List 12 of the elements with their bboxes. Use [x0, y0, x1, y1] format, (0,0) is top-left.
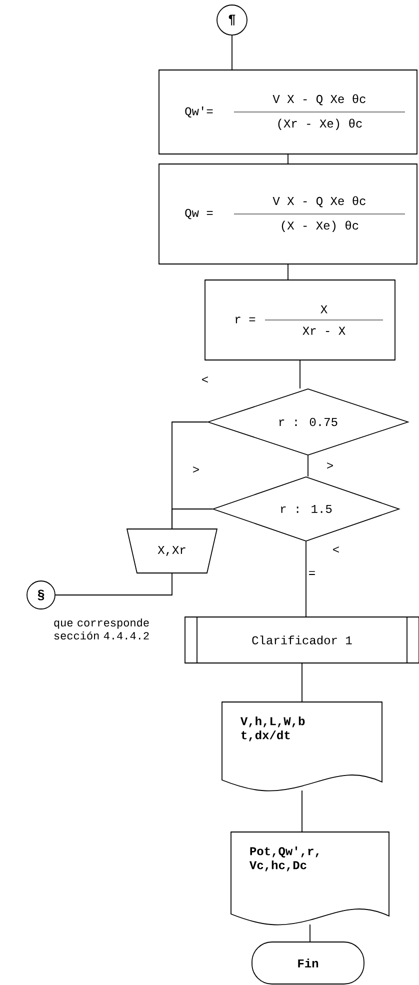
edge-label: < [331, 546, 341, 554]
edge-label: > [191, 466, 201, 474]
process-box: r = X Xr - X [204, 280, 396, 360]
comparison-sign: = [307, 570, 317, 578]
edge-label: > [325, 462, 335, 470]
predefined-process-box: Clarificador 1 [184, 616, 419, 664]
connector-line [55, 573, 172, 596]
process-box: Qw = V X - Q Xe θc (X - Xe) θc [158, 164, 418, 264]
process-box: Qw'= V X - Q Xe θc (Xr - Xe) θc [158, 70, 418, 154]
connector-line [172, 508, 213, 529]
edge-label: < [200, 376, 210, 384]
note-text: que corresponde sección 4.4.4.2 [54, 618, 149, 640]
